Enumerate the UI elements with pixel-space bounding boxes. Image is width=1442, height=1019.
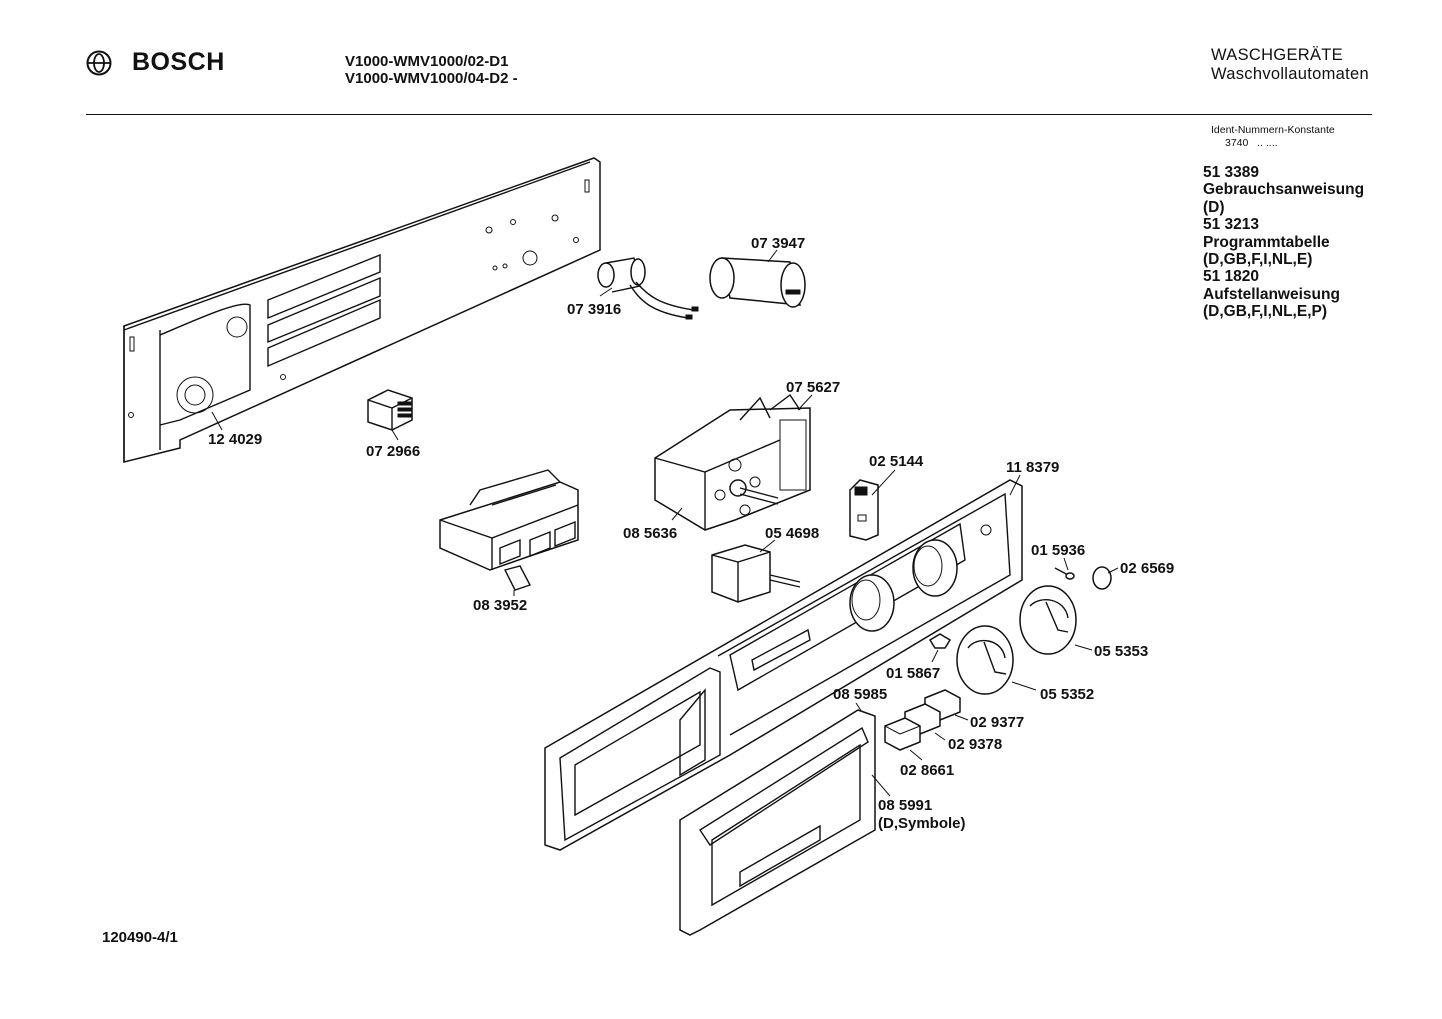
label-08-5985: 08 5985 <box>833 686 887 703</box>
label-11-8379: 11 8379 <box>1006 459 1059 476</box>
doc-line: 51 1820 <box>1203 268 1260 286</box>
label-07-3916: 07 3916 <box>567 301 621 318</box>
label-08-5991: 08 5991 <box>878 797 932 814</box>
doc-line: (D,GB,F,I,NL,E) <box>1203 251 1313 269</box>
label-02-5144: 02 5144 <box>869 453 924 470</box>
model-line-1: V1000-WMV1000/02-D1 <box>345 53 509 70</box>
rotary-switch-part <box>711 544 801 603</box>
label-02-8661: 02 8661 <box>900 762 954 779</box>
push-button-part <box>884 689 961 751</box>
ident-value: 3740 <box>1225 137 1249 149</box>
category-title: WASCHGERÄTE <box>1211 46 1343 64</box>
drawing-code: 120490-4/1 <box>102 929 178 946</box>
ident-suffix: .. .... <box>1257 137 1278 149</box>
cover-cap-part <box>1092 566 1112 590</box>
screw-part <box>1054 567 1075 580</box>
label-08-5636: 08 5636 <box>623 525 677 542</box>
category-subtitle: Waschvollautomaten <box>1211 65 1369 83</box>
label-05-5353: 05 5353 <box>1094 643 1148 660</box>
doc-line: 51 3213 <box>1203 216 1260 234</box>
label-07-3947: 07 3947 <box>751 235 805 252</box>
model-numbers: V1000-WMV1000/02-D1 V1000-WMV1000/04-D2 … <box>345 53 518 87</box>
doc-line: Aufstellanweisung <box>1203 285 1340 303</box>
label-08-3952: 08 3952 <box>473 597 527 614</box>
label-01-5867: 01 5867 <box>886 665 940 682</box>
doc-line: (D,GB,F,I,NL,E,P) <box>1203 303 1327 321</box>
label-07-5627: 07 5627 <box>786 379 840 396</box>
ident-block: Ident-Nummern-Konstante 3740 .. .... <box>1211 124 1335 150</box>
label-08-5991-note: (D,Symbole) <box>878 815 966 832</box>
label-05-4698: 05 4698 <box>765 525 819 542</box>
bosch-armature-icon <box>86 50 112 75</box>
label-05-5352: 05 5352 <box>1040 686 1094 703</box>
doc-line: Gebrauchsanweisung <box>1203 181 1365 199</box>
key-switch-block-part <box>439 469 579 591</box>
programmer-timer-part <box>654 393 811 531</box>
label-02-9378: 02 9378 <box>948 736 1002 753</box>
model-line-2: V1000-WMV1000/04-D2 - <box>345 70 518 87</box>
control-panel-fascia-part <box>544 479 1023 851</box>
door-switch-part <box>849 479 879 541</box>
bosch-logo: BOSCH <box>86 48 225 77</box>
brand-name: BOSCH <box>132 48 225 76</box>
small-capacitor-part <box>597 257 699 320</box>
relay-part <box>367 389 413 431</box>
large-capacitor-part <box>709 257 806 308</box>
program-knob-part <box>1019 585 1077 655</box>
doc-line: 51 3389 <box>1203 164 1260 181</box>
label-02-9377: 02 9377 <box>970 714 1024 731</box>
label-12-4029: 12 4029 <box>208 431 262 448</box>
label-02-6569: 02 6569 <box>1120 560 1174 577</box>
doc-line: (D) <box>1203 198 1225 216</box>
detergent-drawer-front-part <box>679 709 876 936</box>
documents-list: 51 3389 Gebrauchsanweisung (D) 51 3213 P… <box>1203 164 1364 321</box>
doc-line: Programmtabelle <box>1203 233 1330 251</box>
ident-label: Ident-Nummern-Konstante <box>1211 124 1335 136</box>
label-01-5936: 01 5936 <box>1031 542 1085 559</box>
header-rule <box>86 114 1372 115</box>
rear-panel-part <box>123 157 601 463</box>
indicator-lamp-part <box>928 633 952 649</box>
product-category: WASCHGERÄTE Waschvollautomaten <box>1211 46 1369 84</box>
temperature-knob-part <box>956 625 1014 695</box>
label-07-2966: 07 2966 <box>366 443 420 460</box>
